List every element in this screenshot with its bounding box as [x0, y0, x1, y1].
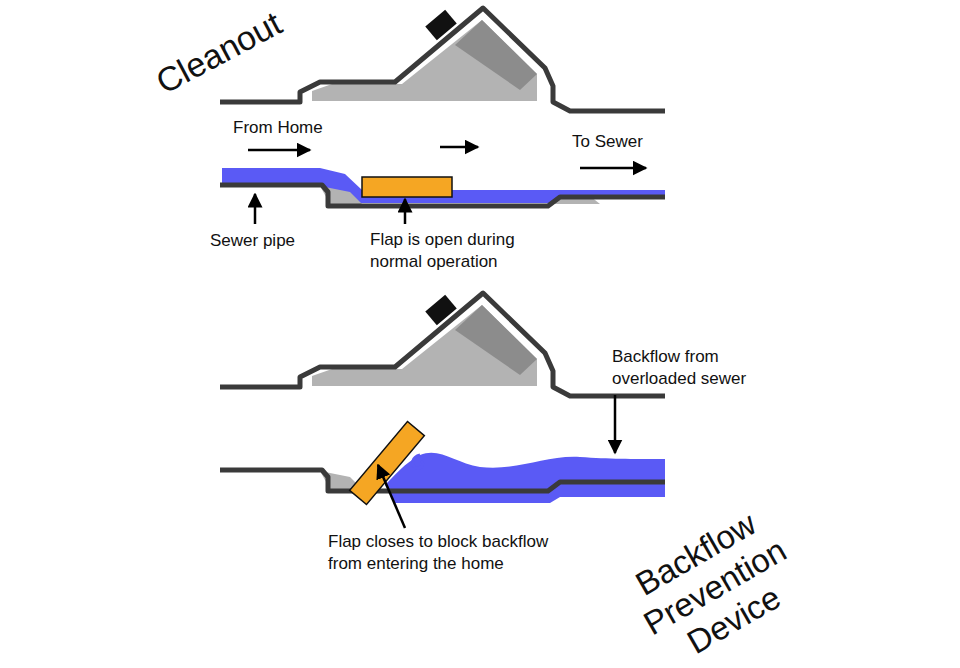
backflow-water — [385, 453, 665, 503]
cleanout-cap-shade — [455, 305, 537, 375]
leader-arrow — [254, 194, 257, 224]
cleanout-normal — [220, 8, 665, 224]
flow-arrow — [440, 146, 478, 149]
note-label: Backflow from overloaded sewer — [612, 346, 782, 390]
diagram-title: Cleanout — [150, 0, 301, 102]
device-title: Backflow Prevention Device — [617, 498, 812, 668]
note-label: Flap closes to block backflow from enter… — [328, 531, 583, 575]
leader-arrow — [404, 199, 407, 224]
flow-label: From Home — [233, 117, 353, 139]
flap-open — [362, 177, 452, 197]
flow-arrow — [580, 167, 646, 170]
flow-label: To Sewer — [572, 131, 682, 153]
leader-arrow — [614, 395, 617, 453]
part-label: Sewer pipe — [210, 230, 320, 252]
wave-crest — [413, 455, 423, 468]
note-label: Flap is open during normal operation — [370, 229, 545, 273]
flap-closed — [350, 421, 425, 504]
backflow-closed — [220, 293, 665, 528]
flow-arrow — [248, 149, 310, 152]
cleanout-housing — [312, 305, 537, 386]
leader-arrow — [378, 465, 405, 528]
pipe-top-wall — [220, 293, 665, 396]
pipe-bottom-wall — [220, 470, 665, 491]
cleanout-cap-shade — [455, 20, 537, 90]
cleanout-housing — [312, 20, 537, 101]
